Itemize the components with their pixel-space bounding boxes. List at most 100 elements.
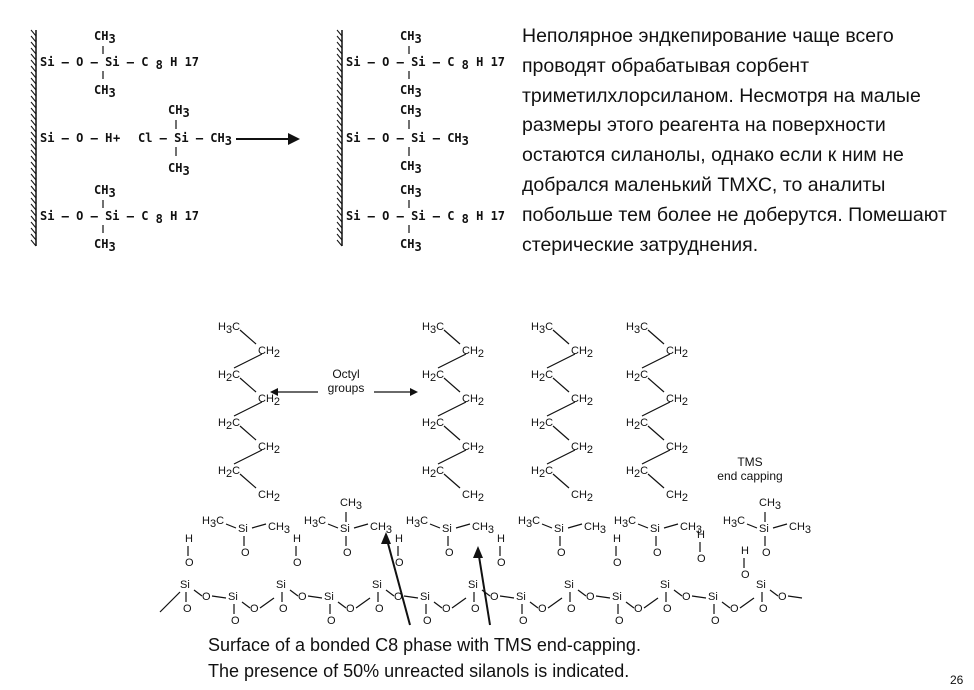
surface-o-down: O: [663, 603, 672, 615]
bonded-phase-structure-diagram: H3CCH2H2CCH2H2CCH2H2CCH2H3CCH2H2CCH2H2CC…: [159, 321, 811, 627]
octyl-chain-4-carbon: H2C: [626, 417, 648, 432]
octyl-chain-1-bond: [233, 353, 263, 369]
silanol-o-3: O: [395, 557, 404, 569]
bonded-si-2-o: O: [343, 547, 352, 559]
surface-bond: [691, 595, 707, 599]
left-bottom-ch3-bottom: CH3: [94, 237, 116, 254]
right-surface-hatch: [336, 89, 343, 97]
right-surface-hatch: [336, 149, 343, 157]
surface-si: Si: [276, 579, 286, 591]
octyl-chain-4-carbon: H2C: [626, 369, 648, 384]
surface-si: Si: [612, 591, 622, 603]
surface-si: Si: [372, 579, 382, 591]
bonded-si-6-methyl-right: CH3: [789, 521, 811, 536]
left-surface-hatch: [30, 161, 37, 169]
octyl-chain-1-carbon: H2C: [218, 465, 240, 480]
octyl-chain-3-bond: [546, 449, 576, 465]
surface-bond: [625, 601, 635, 609]
surface-bond: [433, 601, 443, 609]
surface-bond: [721, 601, 731, 609]
right-tms-ch3-top: CH3: [400, 103, 422, 120]
surface-bond: [289, 589, 299, 597]
right-surface-hatch: [336, 41, 343, 49]
right-top-ch3-bottom: CH3: [400, 83, 422, 100]
surface-o: O: [202, 591, 211, 603]
figure-caption: Surface of a bonded C8 phase with TMS en…: [208, 632, 641, 684]
tmcs-ch3-bottom: CH3: [168, 161, 190, 178]
right-surface-hatch: [336, 71, 343, 79]
surface-si: Si: [756, 579, 766, 591]
right-surface-hatch: [336, 83, 343, 91]
octyl-chain-3-carbon: H3C: [531, 321, 553, 336]
reaction-arrowhead: [288, 133, 300, 145]
left-surface-hatch: [30, 149, 37, 157]
right-surface-hatch: [336, 119, 343, 127]
left-surface-hatch: [30, 65, 37, 73]
surface-si: Si: [324, 591, 334, 603]
left-surface-hatch: [30, 215, 37, 223]
left-surface-hatch: [30, 59, 37, 67]
bonded-si-3-bond-right: [455, 523, 471, 529]
left-bottom-ch3-top: CH3: [94, 183, 116, 200]
silanol-o-1: O: [185, 557, 194, 569]
left-surface-hatch: [30, 107, 37, 115]
surface-o-down: O: [375, 603, 384, 615]
silanol-pointer-arrowhead-1: [381, 532, 391, 544]
surface-o: O: [634, 603, 643, 615]
octyl-chain-1-bond: [233, 401, 263, 417]
bonded-si-3-methyl-left: H3C: [406, 515, 428, 530]
bonded-si-3-si: Si: [442, 523, 452, 535]
left-surface-hatch: [30, 185, 37, 193]
octyl-chain-2-carbon: CH2: [462, 345, 484, 360]
bonded-si-4-methyl-left: H3C: [518, 515, 540, 530]
left-surface-hatch: [30, 239, 37, 247]
bonded-si-5-methyl-right: CH3: [680, 521, 702, 536]
left-surface-hatch: [30, 221, 37, 229]
left-surface-hatch: [30, 131, 37, 139]
tms-top-ch3-2: CH3: [759, 497, 781, 512]
right-surface-hatch: [336, 185, 343, 193]
octyl-chain-2-carbon: H2C: [422, 417, 444, 432]
right-surface-hatch: [336, 59, 343, 67]
bonded-si-4-o: O: [557, 547, 566, 559]
octyl-chain-2-bond: [443, 377, 461, 393]
bonded-si-1-methyl-right: CH3: [268, 521, 290, 536]
tmcs-ch3-top: CH3: [168, 103, 190, 120]
surface-o-down: O: [327, 615, 336, 627]
octyl-chain-3-carbon: CH2: [571, 441, 593, 456]
octyl-chain-4-carbon: CH2: [666, 345, 688, 360]
plus-sign: +: [113, 131, 120, 145]
bonded-si-4-bond-left: [541, 523, 553, 529]
right-surface-hatch: [336, 131, 343, 139]
bonded-si-4-si: Si: [554, 523, 564, 535]
caption-line-2: The presence of 50% unreacted silanols i…: [208, 661, 630, 681]
left-surface-hatch: [30, 29, 37, 37]
octyl-chain-2-bond: [443, 329, 461, 345]
left-surface-hatch: [30, 173, 37, 181]
right-surface-hatch: [336, 77, 343, 85]
surface-o: O: [778, 591, 787, 603]
silanol-o-5: O: [613, 557, 622, 569]
surface-bond: [547, 597, 563, 609]
silanol-o-6: O: [697, 553, 706, 565]
octyl-chain-2-bond: [437, 449, 467, 465]
right-surface-hatch: [336, 209, 343, 217]
bonded-si-1-methyl-left: H3C: [202, 515, 224, 530]
surface-o: O: [730, 603, 739, 615]
silanol-o-7: O: [741, 569, 750, 581]
right-surface-hatch: [336, 179, 343, 187]
right-surface-hatch: [336, 167, 343, 175]
left-surface-hatch: [30, 35, 37, 43]
octyl-chain-1-carbon: CH2: [258, 345, 280, 360]
surface-si: Si: [468, 579, 478, 591]
surface-o-down: O: [183, 603, 192, 615]
octyl-chain-3-bond: [552, 377, 570, 393]
right-surface-hatch: [336, 203, 343, 211]
octyl-chain-2-carbon: CH2: [462, 441, 484, 456]
left-surface-hatch: [30, 203, 37, 211]
silanol-h-6: H: [697, 529, 705, 541]
silanol-h-4: H: [497, 533, 505, 545]
octyl-arrowhead-right: [410, 388, 418, 396]
